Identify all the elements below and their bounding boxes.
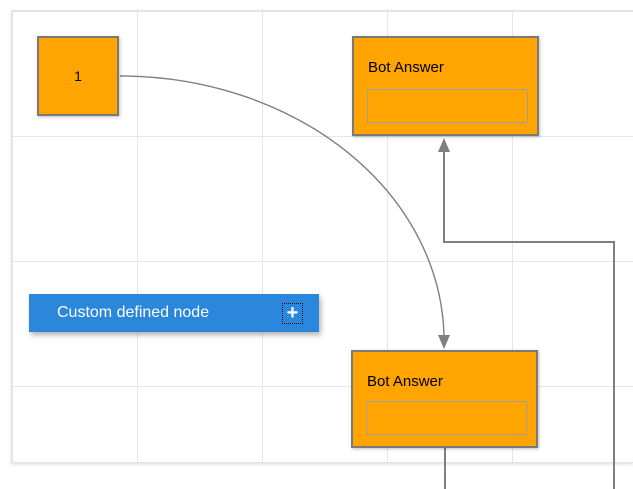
node-bot-answer-bottom[interactable]: Bot Answer: [351, 350, 538, 448]
node-1-label: 1: [74, 68, 82, 84]
custom-node-label: Custom defined node: [57, 304, 210, 321]
plus-icon: +: [286, 302, 299, 324]
node-title: Bot Answer: [368, 59, 444, 76]
add-port-button[interactable]: +: [282, 303, 303, 324]
node-title: Bot Answer: [367, 373, 443, 390]
answer-textbox[interactable]: [366, 401, 527, 435]
node-bot-answer-top[interactable]: Bot Answer: [352, 36, 539, 136]
node-1[interactable]: 1: [37, 36, 119, 116]
answer-textbox[interactable]: [367, 89, 528, 123]
node-custom-defined[interactable]: Custom defined node +: [29, 294, 319, 332]
